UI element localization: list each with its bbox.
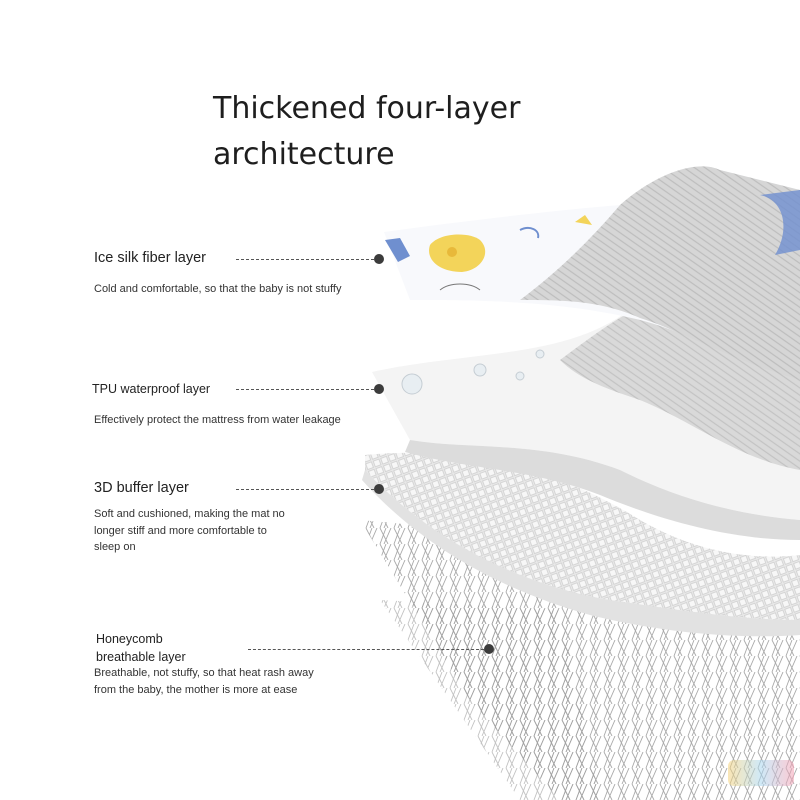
corner-watermark [728, 760, 794, 786]
page-title: Thickened four-layer architecture [213, 91, 521, 172]
layer-description-ice-silk: Cold and comfortable, so that the baby i… [94, 283, 342, 295]
layer-description-3d-buffer: Soft and cushioned, making the mat no lo… [94, 508, 285, 553]
pointer-dot-tpu [374, 384, 384, 394]
layer-label-3d-buffer: 3D buffer layer [94, 480, 189, 496]
layer-label-ice-silk: Ice silk fiber layer [94, 250, 207, 266]
layer-label-tpu: TPU waterproof layer [92, 382, 211, 396]
layer-description-honeycomb: Breathable, not stuffy, so that heat ras… [94, 667, 314, 696]
pointer-dot-ice-silk [374, 254, 384, 264]
layer-description-tpu: Effectively protect the mattress from wa… [94, 414, 341, 426]
pointer-dot-honeycomb [484, 644, 494, 654]
leader-line-3d-buffer [236, 489, 374, 490]
layer-label-honeycomb: Honeycomb breathable layer [96, 632, 186, 664]
leader-line-tpu [236, 389, 374, 390]
leader-line-ice-silk [236, 259, 374, 260]
leader-line-honeycomb [248, 649, 484, 650]
pointer-dot-3d-buffer [374, 484, 384, 494]
